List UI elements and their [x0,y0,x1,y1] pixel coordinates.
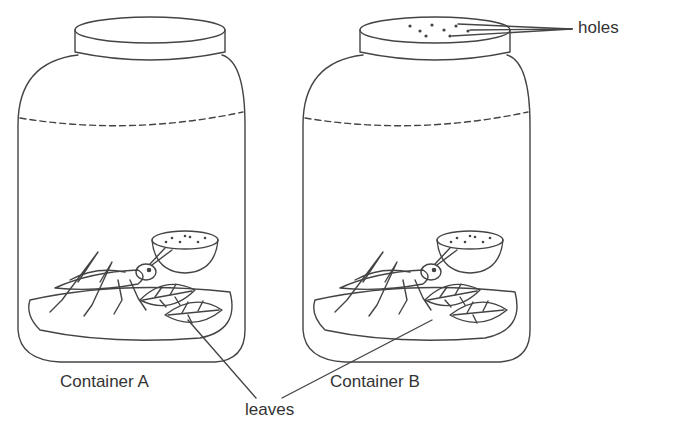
leader-line [188,24,572,398]
label-text: leaves [245,400,294,420]
label-text: Container B [330,372,420,392]
label-text: Container A [60,372,149,392]
label-text: holes [578,18,619,38]
